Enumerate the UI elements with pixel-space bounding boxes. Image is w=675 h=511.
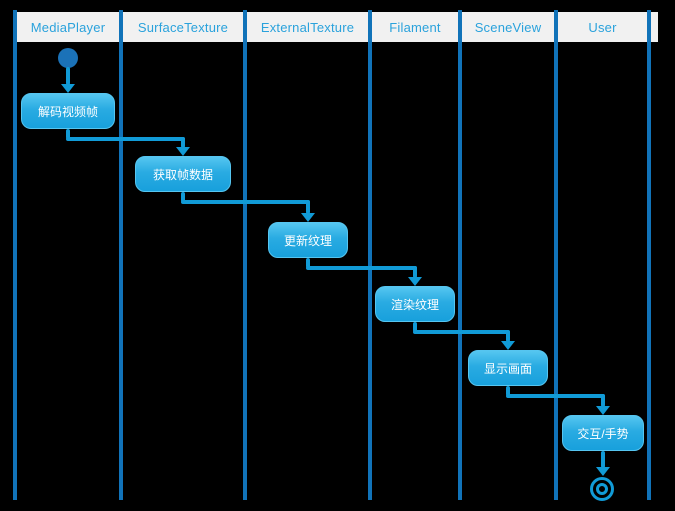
lane-divider-3 <box>243 10 247 500</box>
connector-segment <box>601 451 605 468</box>
connector-segment <box>181 192 185 202</box>
connector-segment <box>181 200 310 204</box>
lane-divider-1 <box>13 10 17 500</box>
connector-segment <box>181 137 185 148</box>
arrow-down-icon <box>596 406 610 415</box>
arrow-down-icon <box>596 467 610 476</box>
connector-segment <box>506 386 510 396</box>
lane-label-externaltexture: ExternalTexture <box>260 20 355 35</box>
lane-label-sceneview: SceneView <box>474 20 542 35</box>
activity-node-update-texture: 更新纹理 <box>268 222 348 258</box>
end-node-inner-ring <box>596 483 608 495</box>
connector-segment <box>413 330 510 334</box>
lane-divider-4 <box>368 10 372 500</box>
connector-segment <box>66 137 185 141</box>
connector-segment <box>66 129 70 139</box>
connector-segment <box>413 322 417 332</box>
lane-label-mediaplayer: MediaPlayer <box>30 20 106 35</box>
start-node <box>58 48 78 68</box>
arrow-down-icon <box>501 341 515 350</box>
arrow-down-icon <box>301 213 315 222</box>
activity-node-render-texture: 渲染纹理 <box>375 286 455 322</box>
lane-label-surfacetexture: SurfaceTexture <box>137 20 229 35</box>
connector-segment <box>306 266 417 270</box>
connector-segment <box>306 200 310 214</box>
connector-segment <box>506 394 605 398</box>
lane-divider-6 <box>554 10 558 500</box>
activity-node-get-frame-data: 获取帧数据 <box>135 156 231 192</box>
arrow-down-icon <box>176 147 190 156</box>
lane-label-filament: Filament <box>389 20 441 35</box>
activity-node-display-frame: 显示画面 <box>468 350 548 386</box>
activity-node-decode-video-frame: 解码视频帧 <box>21 93 115 129</box>
arrow-down-icon <box>408 277 422 286</box>
lane-header-band <box>16 12 658 42</box>
connector-segment <box>413 266 417 278</box>
connector-segment <box>66 67 70 85</box>
lane-label-user: User <box>588 20 617 35</box>
lane-divider-2 <box>119 10 123 500</box>
connector-segment <box>306 258 310 268</box>
lane-divider-7 <box>647 10 651 500</box>
connector-segment <box>506 330 510 342</box>
activity-node-interaction-gesture: 交互/手势 <box>562 415 644 451</box>
end-node <box>590 477 614 501</box>
lane-divider-5 <box>458 10 462 500</box>
arrow-down-icon <box>61 84 75 93</box>
connector-segment <box>601 394 605 407</box>
